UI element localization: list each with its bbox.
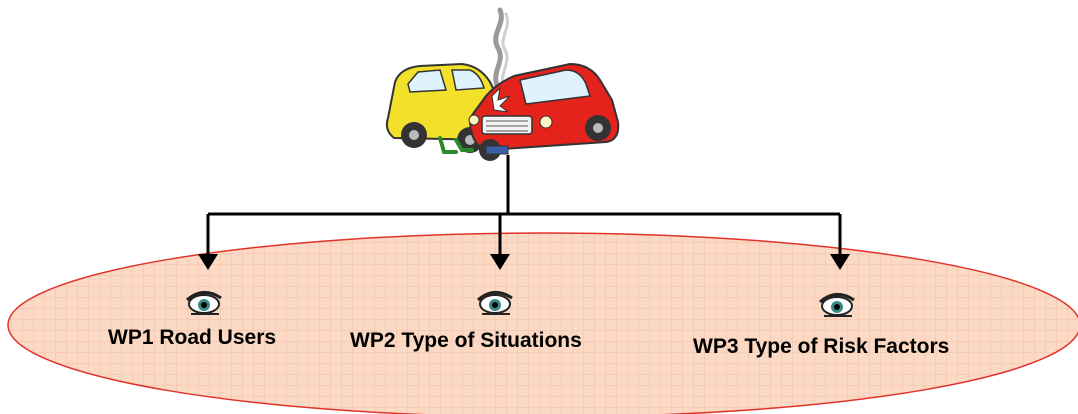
arrowhead-wp3 (830, 254, 850, 270)
arrowhead-wp2 (490, 254, 510, 270)
wp1-label: WP1 Road Users (108, 326, 277, 349)
wp3-label: WP3 Type of Risk Factors (693, 335, 950, 358)
work-package-ellipse (7, 232, 1078, 414)
wp2-label: WP2 Type of Situations (350, 329, 582, 352)
red-car (468, 62, 620, 161)
car-crash-icon (385, 7, 620, 161)
eye-icon (477, 291, 513, 315)
arrowhead-wp1 (198, 254, 218, 270)
arrows (198, 214, 850, 270)
eye-icon (819, 293, 855, 317)
eye-icon (186, 291, 222, 315)
connector-tree (208, 155, 840, 216)
